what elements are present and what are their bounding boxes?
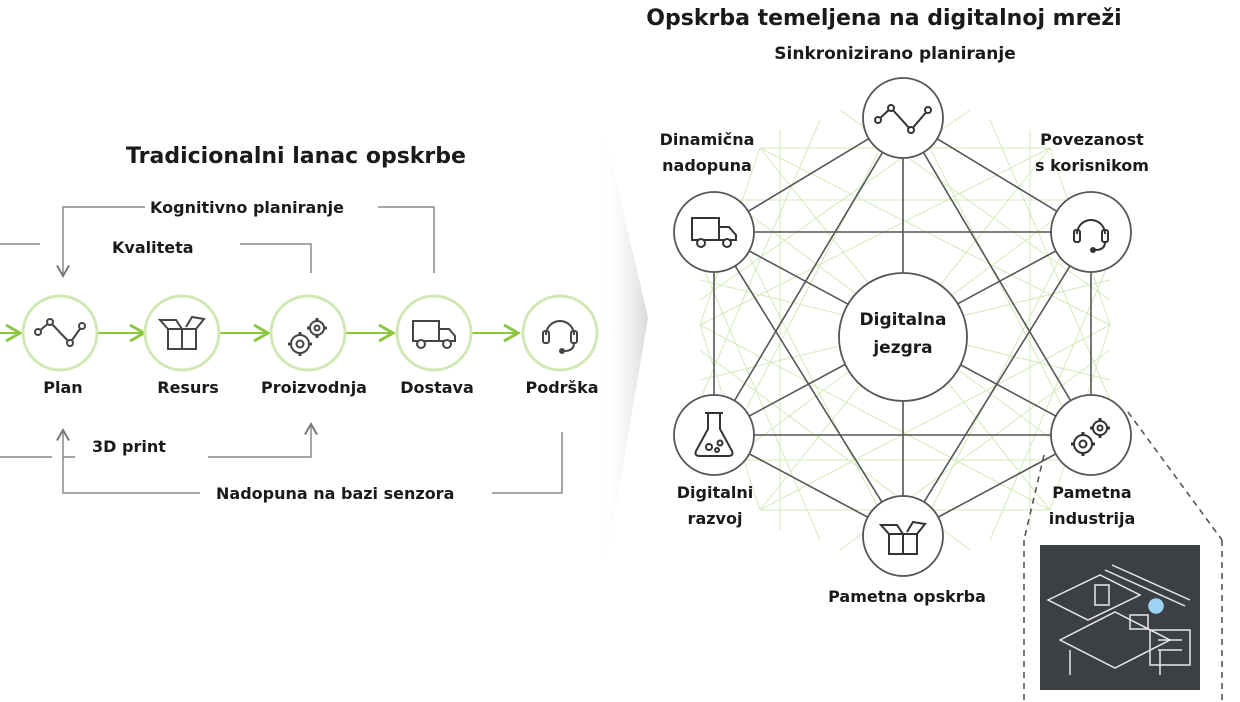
step-proizvodnja-label: Proizvodnja — [261, 378, 367, 397]
core-label-2: jezgra — [873, 338, 933, 358]
node-bottom-left-circle — [673, 394, 755, 476]
node-bottom-right-circle — [1050, 394, 1132, 476]
node-top-left-label-1: Dinamična — [659, 130, 755, 149]
node-top-circle — [862, 77, 944, 159]
node-top-right-label-1: Povezanost — [1040, 130, 1144, 149]
headset-icon — [1073, 219, 1109, 253]
step-dostava-label: Dostava — [400, 378, 474, 397]
feedback-sensor-label: Nadopuna na bazi senzora — [216, 484, 455, 503]
node-bottom-right-label-1: Pametna — [1052, 483, 1132, 502]
gears-icon — [288, 318, 327, 356]
step-podrska-label: Podrška — [525, 378, 599, 397]
node-top-right-circle — [1050, 191, 1132, 273]
open-box-icon — [157, 315, 206, 350]
left-section-title: Tradicionalni lanac opskrbe — [126, 144, 466, 169]
section-divider — [600, 110, 648, 600]
digital-core-circle — [838, 272, 968, 402]
step-proizvodnja-circle — [269, 294, 347, 372]
feedback-3dprint-label: 3D print — [92, 437, 166, 456]
flask-icon — [694, 412, 734, 457]
core-label-1: Digitalna — [859, 310, 947, 330]
truck-icon — [412, 320, 456, 349]
node-bottom-right-label-2: industrija — [1048, 509, 1136, 528]
process-flow — [0, 294, 599, 372]
node-bottom-left-label-1: Digitalni — [676, 483, 754, 502]
open-box-icon — [878, 520, 927, 555]
step-resurs-label: Resurs — [157, 378, 219, 397]
step-dostava-circle — [395, 294, 473, 372]
node-bottom-left-label-2: razvoj — [687, 509, 743, 528]
feedback-cognitive-label: Kognitivno planiranje — [150, 198, 344, 217]
gears-icon — [1071, 418, 1110, 456]
smart-factory-illustration — [1040, 545, 1200, 690]
node-top-left-circle — [673, 191, 755, 273]
node-top-left-label-2: nadopuna — [662, 156, 752, 175]
line-chart-icon — [34, 318, 86, 347]
feedback-lines — [0, 206, 563, 494]
feedback-quality-label: Kvaliteta — [112, 238, 194, 257]
step-podrska-circle — [521, 294, 599, 372]
callout-lines — [1023, 411, 1223, 700]
node-top-label: Sinkronizirano planiranje — [774, 44, 1016, 64]
right-section-title: Opskrba temeljena na digitalnoj mreži — [646, 6, 1122, 31]
line-chart-icon — [874, 104, 932, 134]
mesh-network — [673, 77, 1132, 577]
headset-icon — [542, 320, 578, 354]
step-plan-label: Plan — [43, 378, 83, 397]
truck-icon — [691, 217, 737, 248]
node-bottom-label: Pametna opskrba — [828, 587, 986, 606]
node-top-right-label-2: s korisnikom — [1035, 156, 1149, 175]
